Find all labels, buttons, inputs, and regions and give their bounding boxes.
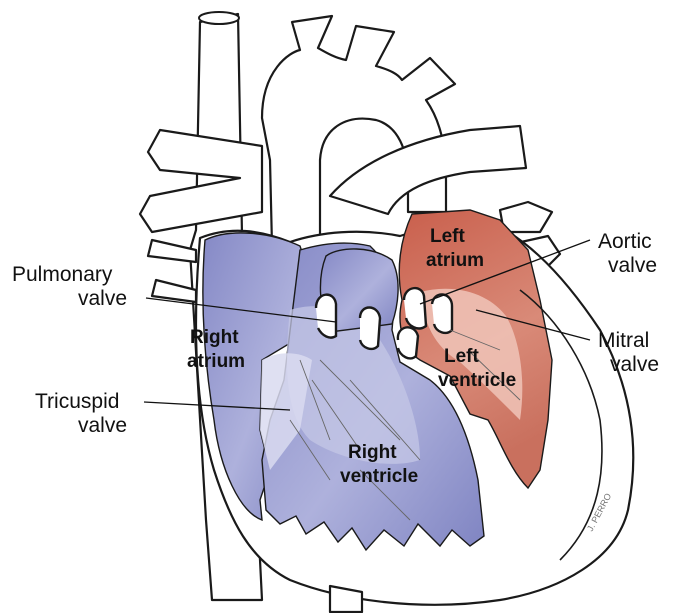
pulmonary-valve-cusp-right xyxy=(360,308,380,349)
aortic-valve-label-1: Aortic xyxy=(598,230,652,253)
pulmonary-valve-label-2: valve xyxy=(78,287,127,310)
superior-vena-cava-opening xyxy=(199,12,239,24)
pulmonary-valve-label-1: Pulmonary xyxy=(12,263,113,286)
right-ventricle-label-1: Right xyxy=(348,442,397,463)
left-ventricle-label-2: ventricle xyxy=(438,370,516,391)
aortic-valve-cusp-2 xyxy=(432,294,452,332)
right-atrium-label-1: Right xyxy=(190,327,239,348)
mitral-valve-label-2: valve xyxy=(610,353,659,376)
aortic-valve-cusp-1 xyxy=(404,288,426,328)
mitral-valve-cusp xyxy=(398,327,418,358)
left-ventricle-label-1: Left xyxy=(444,346,480,367)
vein-stub-2 xyxy=(152,280,196,302)
vein-stub-1 xyxy=(148,240,196,262)
aortic-valve-label-2: valve xyxy=(608,254,657,277)
right-atrium-label-2: atrium xyxy=(187,351,245,372)
right-ventricle-label-2: ventricle xyxy=(340,466,418,487)
tricuspid-valve-label-2: valve xyxy=(78,414,127,437)
left-atrium-label-2: atrium xyxy=(426,250,484,271)
pulmonary-valve-cusp-left xyxy=(316,295,336,338)
left-atrium-label-1: Left xyxy=(430,226,466,247)
aortic-arch xyxy=(262,16,455,246)
tricuspid-valve-label-1: Tricuspid xyxy=(35,390,119,413)
mitral-valve-label-1: Mitral xyxy=(598,329,649,352)
